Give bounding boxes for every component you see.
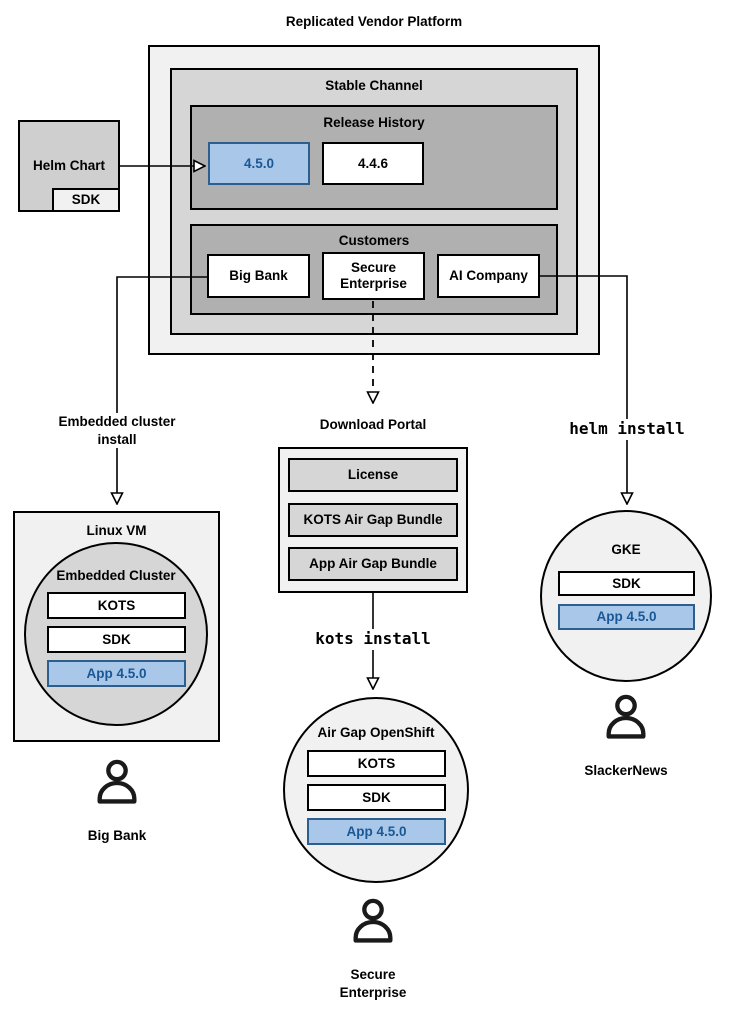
diagram-title: Replicated Vendor Platform — [285, 14, 463, 29]
linux-vm-label: Linux VM — [86, 523, 147, 538]
download-portal-label: Download Portal — [293, 416, 453, 434]
gke-label: GKE — [611, 542, 641, 557]
customer-ai-company-node: AI Company — [437, 254, 540, 298]
customer-secure-enterprise-node: Secure Enterprise — [322, 252, 425, 300]
helm-chart-label: Helm Chart — [32, 158, 105, 173]
person-icon — [347, 896, 399, 948]
middle-sdk-node: SDK — [307, 784, 446, 811]
license-node: License — [288, 458, 458, 492]
gke-circle: GKE — [540, 510, 712, 682]
helm-chart-box: Helm Chart SDK — [18, 120, 120, 212]
kots-airgap-bundle-node: KOTS Air Gap Bundle — [288, 503, 458, 537]
airgap-openshift-label: Air Gap OpenShift — [317, 725, 435, 740]
person-icon — [600, 692, 652, 744]
release-450-node: 4.5.0 — [208, 142, 310, 185]
middle-user-label: Secure Enterprise — [339, 967, 407, 1000]
stable-channel-label: Stable Channel — [325, 78, 423, 93]
customer-big-bank-node: Big Bank — [207, 254, 310, 298]
left-app-node: App 4.5.0 — [47, 660, 186, 687]
person-icon — [91, 757, 143, 809]
right-user-label: SlackerNews — [584, 763, 668, 778]
left-kots-node: KOTS — [47, 592, 186, 619]
kots-install-label: kots install — [313, 629, 433, 650]
helm-install-label: helm install — [565, 419, 689, 440]
right-sdk-node: SDK — [558, 571, 695, 596]
left-sdk-node: SDK — [47, 626, 186, 653]
release-history-label: Release History — [323, 115, 425, 130]
app-airgap-bundle-node: App Air Gap Bundle — [288, 547, 458, 581]
helm-sdk-node: SDK — [52, 188, 120, 212]
left-user-label: Big Bank — [87, 828, 147, 843]
middle-app-node: App 4.5.0 — [307, 818, 446, 845]
right-app-node: App 4.5.0 — [558, 604, 695, 630]
release-446-node: 4.4.6 — [322, 142, 424, 185]
embedded-cluster-install-label: Embedded cluster install — [52, 413, 182, 449]
embedded-cluster-label: Embedded Cluster — [56, 568, 176, 583]
middle-kots-node: KOTS — [307, 750, 446, 777]
customers-label: Customers — [338, 233, 410, 248]
